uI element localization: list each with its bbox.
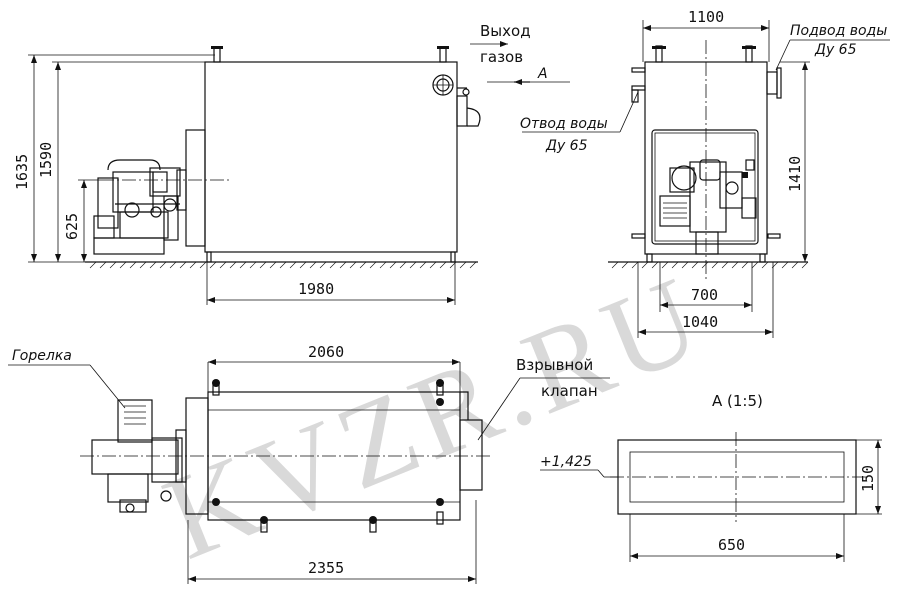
watermark: KVZR.RU [147,249,721,584]
boiler-body [204,61,458,253]
explosion-valve [459,419,483,491]
front-view: 1635 1590 625 1980 Выход газов A [13,22,570,305]
water-outlet-label-1: Отвод воды [520,116,608,132]
flue-outlet [432,74,481,127]
dim-burner-axis-height: 625 [63,213,81,240]
water-outlet-label-2: Ду 65 [545,138,588,154]
dim-plan-body-length: 2060 [308,343,344,361]
view-a-title: A (1:5) [712,392,763,410]
dim-view-a-width: 650 [718,536,745,554]
burner-flange [185,129,206,247]
section-mark-a: A [537,66,548,82]
ground-hatch [89,261,477,269]
gas-outlet-label-1: Выход [480,22,531,40]
dim-side-total-width: 1040 [682,313,718,331]
dim-side-height: 1410 [786,156,804,192]
dim-side-top-width: 1100 [688,8,724,26]
gas-outlet-label-2: газов [480,48,523,66]
view-a: A (1:5) 150 650 +1,425 [540,392,882,562]
dim-front-body-height: 1590 [37,142,55,178]
plan-view: 2060 2355 Горелка Взрывной клапан [8,343,610,584]
dim-view-a-height: 150 [859,465,877,492]
water-inlet-label-2: Ду 65 [814,42,857,58]
burner-label: Горелка [12,348,72,364]
plan-burner [91,399,183,513]
dim-side-base-width: 700 [691,286,718,304]
side-view: 1100 1410 700 1040 Подвод воды Ду 65 Отв… [520,8,890,338]
dim-front-total-height: 1635 [13,154,31,190]
side-burner [659,159,757,255]
burner-assembly [93,159,181,255]
explosion-valve-label-1: Взрывной [516,356,593,374]
dim-front-body-length: 1980 [298,280,334,298]
view-a-elevation: +1,425 [540,454,592,470]
dim-plan-total-length: 2355 [308,559,344,577]
water-inlet-label-1: Подвод воды [790,23,887,39]
explosion-valve-label-2: клапан [541,382,598,400]
